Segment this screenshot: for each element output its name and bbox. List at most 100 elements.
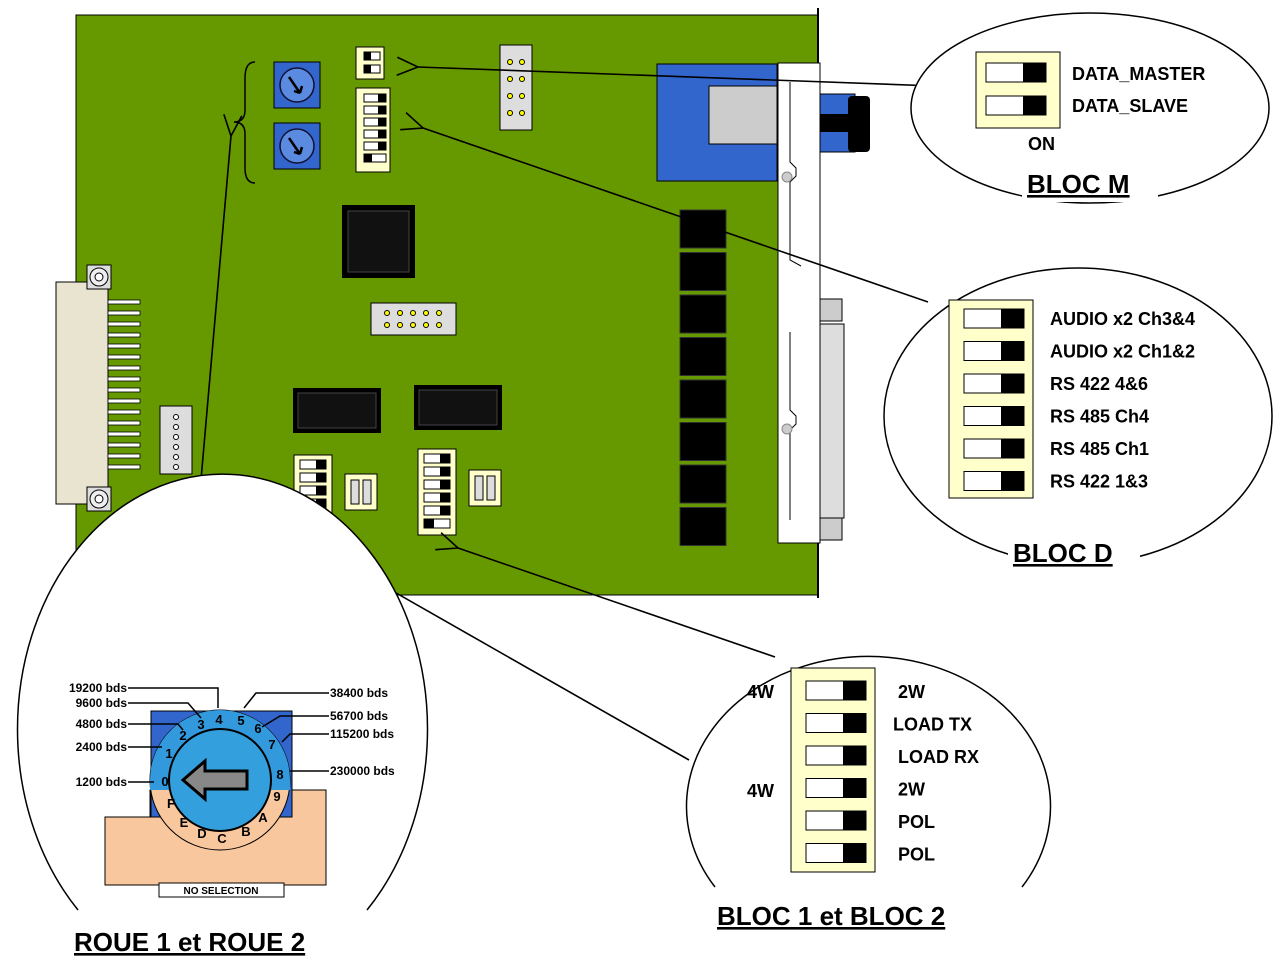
- baud-rate-label: 9600 bds: [76, 696, 128, 710]
- bloc-d-label: RS 422 4&6: [1050, 374, 1148, 394]
- wheel-digit: E: [180, 815, 189, 830]
- relay-block: [679, 337, 727, 376]
- bloc-12-label: POL: [898, 845, 935, 865]
- bloc-m-title: BLOC M: [1027, 169, 1130, 199]
- baud-leader: [243, 692, 329, 709]
- baud-rate-label: 38400 bds: [330, 686, 388, 700]
- header-pin: [519, 93, 525, 99]
- bloc-d-switch-knob: [1001, 471, 1024, 491]
- board-switch-knob: [440, 454, 450, 463]
- baud-leader: [128, 687, 219, 708]
- wheel-digit: D: [197, 826, 206, 841]
- connector-pin: [107, 453, 141, 459]
- connector-pin: [107, 442, 141, 448]
- wheel-digit: B: [241, 824, 250, 839]
- board-switch-knob: [316, 499, 326, 508]
- bloc-m-on-label: ON: [1028, 134, 1055, 154]
- bloc-12-switch-knob: [843, 746, 866, 765]
- bloc-d-switch-knob: [1001, 374, 1024, 393]
- header-pin: [173, 454, 179, 460]
- header-pin: [507, 59, 513, 65]
- board-switch-knob: [440, 467, 450, 476]
- wheel-digit: 3: [197, 717, 204, 732]
- baud-rate-label: 2400 bds: [76, 740, 128, 754]
- relay-block: [679, 209, 727, 249]
- bloc-d-label: RS 485 Ch4: [1050, 407, 1149, 427]
- connector-pin: [107, 420, 141, 426]
- bloc-d-label: RS 485 Ch1: [1050, 439, 1149, 459]
- board-switch-knob: [316, 486, 326, 495]
- wheel-digit: 6: [254, 721, 261, 736]
- pin-header-middle: [370, 302, 457, 336]
- bloc-12-switch-knob: [843, 843, 866, 863]
- connector-pin: [107, 310, 141, 316]
- board-switch-knob: [440, 480, 450, 489]
- board-switch-knob: [424, 519, 434, 528]
- jumpers: [344, 469, 502, 511]
- header-pin: [384, 310, 390, 316]
- front-panel: [777, 62, 845, 544]
- header-pin: [423, 322, 429, 328]
- header-pin: [397, 322, 403, 328]
- pin-header-left: [159, 405, 193, 475]
- baud-rate-label: 19200 bds: [69, 681, 127, 695]
- relay-block: [679, 252, 727, 291]
- bloc-12-left-1: 4W: [747, 682, 774, 702]
- header-pin: [384, 322, 390, 328]
- bloc-12-switch-knob: [843, 681, 866, 700]
- header-pin: [173, 464, 179, 470]
- board-switch-knob: [364, 154, 372, 162]
- bloc-m-label-2: DATA_SLAVE: [1072, 96, 1188, 116]
- board-switch-knob: [440, 493, 450, 502]
- baud-rate-label: 1200 bds: [76, 775, 128, 789]
- bloc-d-label: AUDIO x2 Ch1&2: [1050, 342, 1195, 362]
- connector-pin: [107, 321, 141, 327]
- baud-rate-label: 56700 bds: [330, 709, 388, 723]
- bloc-m-callout: DATA_MASTER DATA_SLAVE ON BLOC M: [910, 12, 1270, 204]
- bloc-12-label: 2W: [898, 780, 925, 800]
- bloc-12-switch-knob: [843, 778, 866, 798]
- bloc-12-label: 2W: [898, 682, 925, 702]
- relay-block: [679, 379, 727, 419]
- wheel-digit: 1: [165, 746, 172, 761]
- bloc-d-label: RS 422 1&3: [1050, 472, 1148, 492]
- connector-pin: [107, 387, 141, 393]
- connector-pin: [107, 332, 141, 338]
- chips: [293, 205, 502, 433]
- board-switch-knob: [378, 94, 386, 102]
- header-pin: [507, 76, 513, 82]
- baud-leader: [128, 723, 184, 731]
- wheel-digit: F: [167, 796, 175, 811]
- connector-pin: [107, 398, 141, 404]
- connector-pin: [107, 299, 141, 305]
- bloc-m-label-1: DATA_MASTER: [1072, 64, 1205, 84]
- relay-block: [679, 422, 727, 461]
- connector-pin: [107, 365, 141, 371]
- bloc-12-left-2: 4W: [747, 781, 774, 801]
- board-switch-knob: [378, 106, 386, 114]
- no-selection-label: NO SELECTION: [183, 886, 258, 897]
- header-pin: [173, 424, 179, 430]
- header-pin: [173, 434, 179, 440]
- relay-block: [679, 294, 727, 334]
- header-pin: [173, 414, 179, 420]
- header-pin: [507, 93, 513, 99]
- relay-block: [679, 507, 727, 546]
- board-dip-bloc-d: [355, 87, 391, 173]
- connector-pin: [107, 409, 141, 415]
- board-switch-knob: [440, 506, 450, 515]
- board-rotary-switches: [233, 61, 321, 184]
- wheel-digit: 2: [179, 728, 186, 743]
- header-pin: [410, 322, 416, 328]
- baud-rate-label: 230000 bds: [330, 764, 395, 778]
- bloc-m-switch-knob: [1023, 96, 1046, 115]
- header-pin: [423, 310, 429, 316]
- wheel-digit: 5: [237, 713, 244, 728]
- wheel-digit: 8: [276, 767, 283, 782]
- roue-title: ROUE 1 et ROUE 2: [74, 927, 305, 957]
- wheel-digit: 9: [273, 789, 280, 804]
- bloc-m-switch-knob: [1023, 63, 1046, 82]
